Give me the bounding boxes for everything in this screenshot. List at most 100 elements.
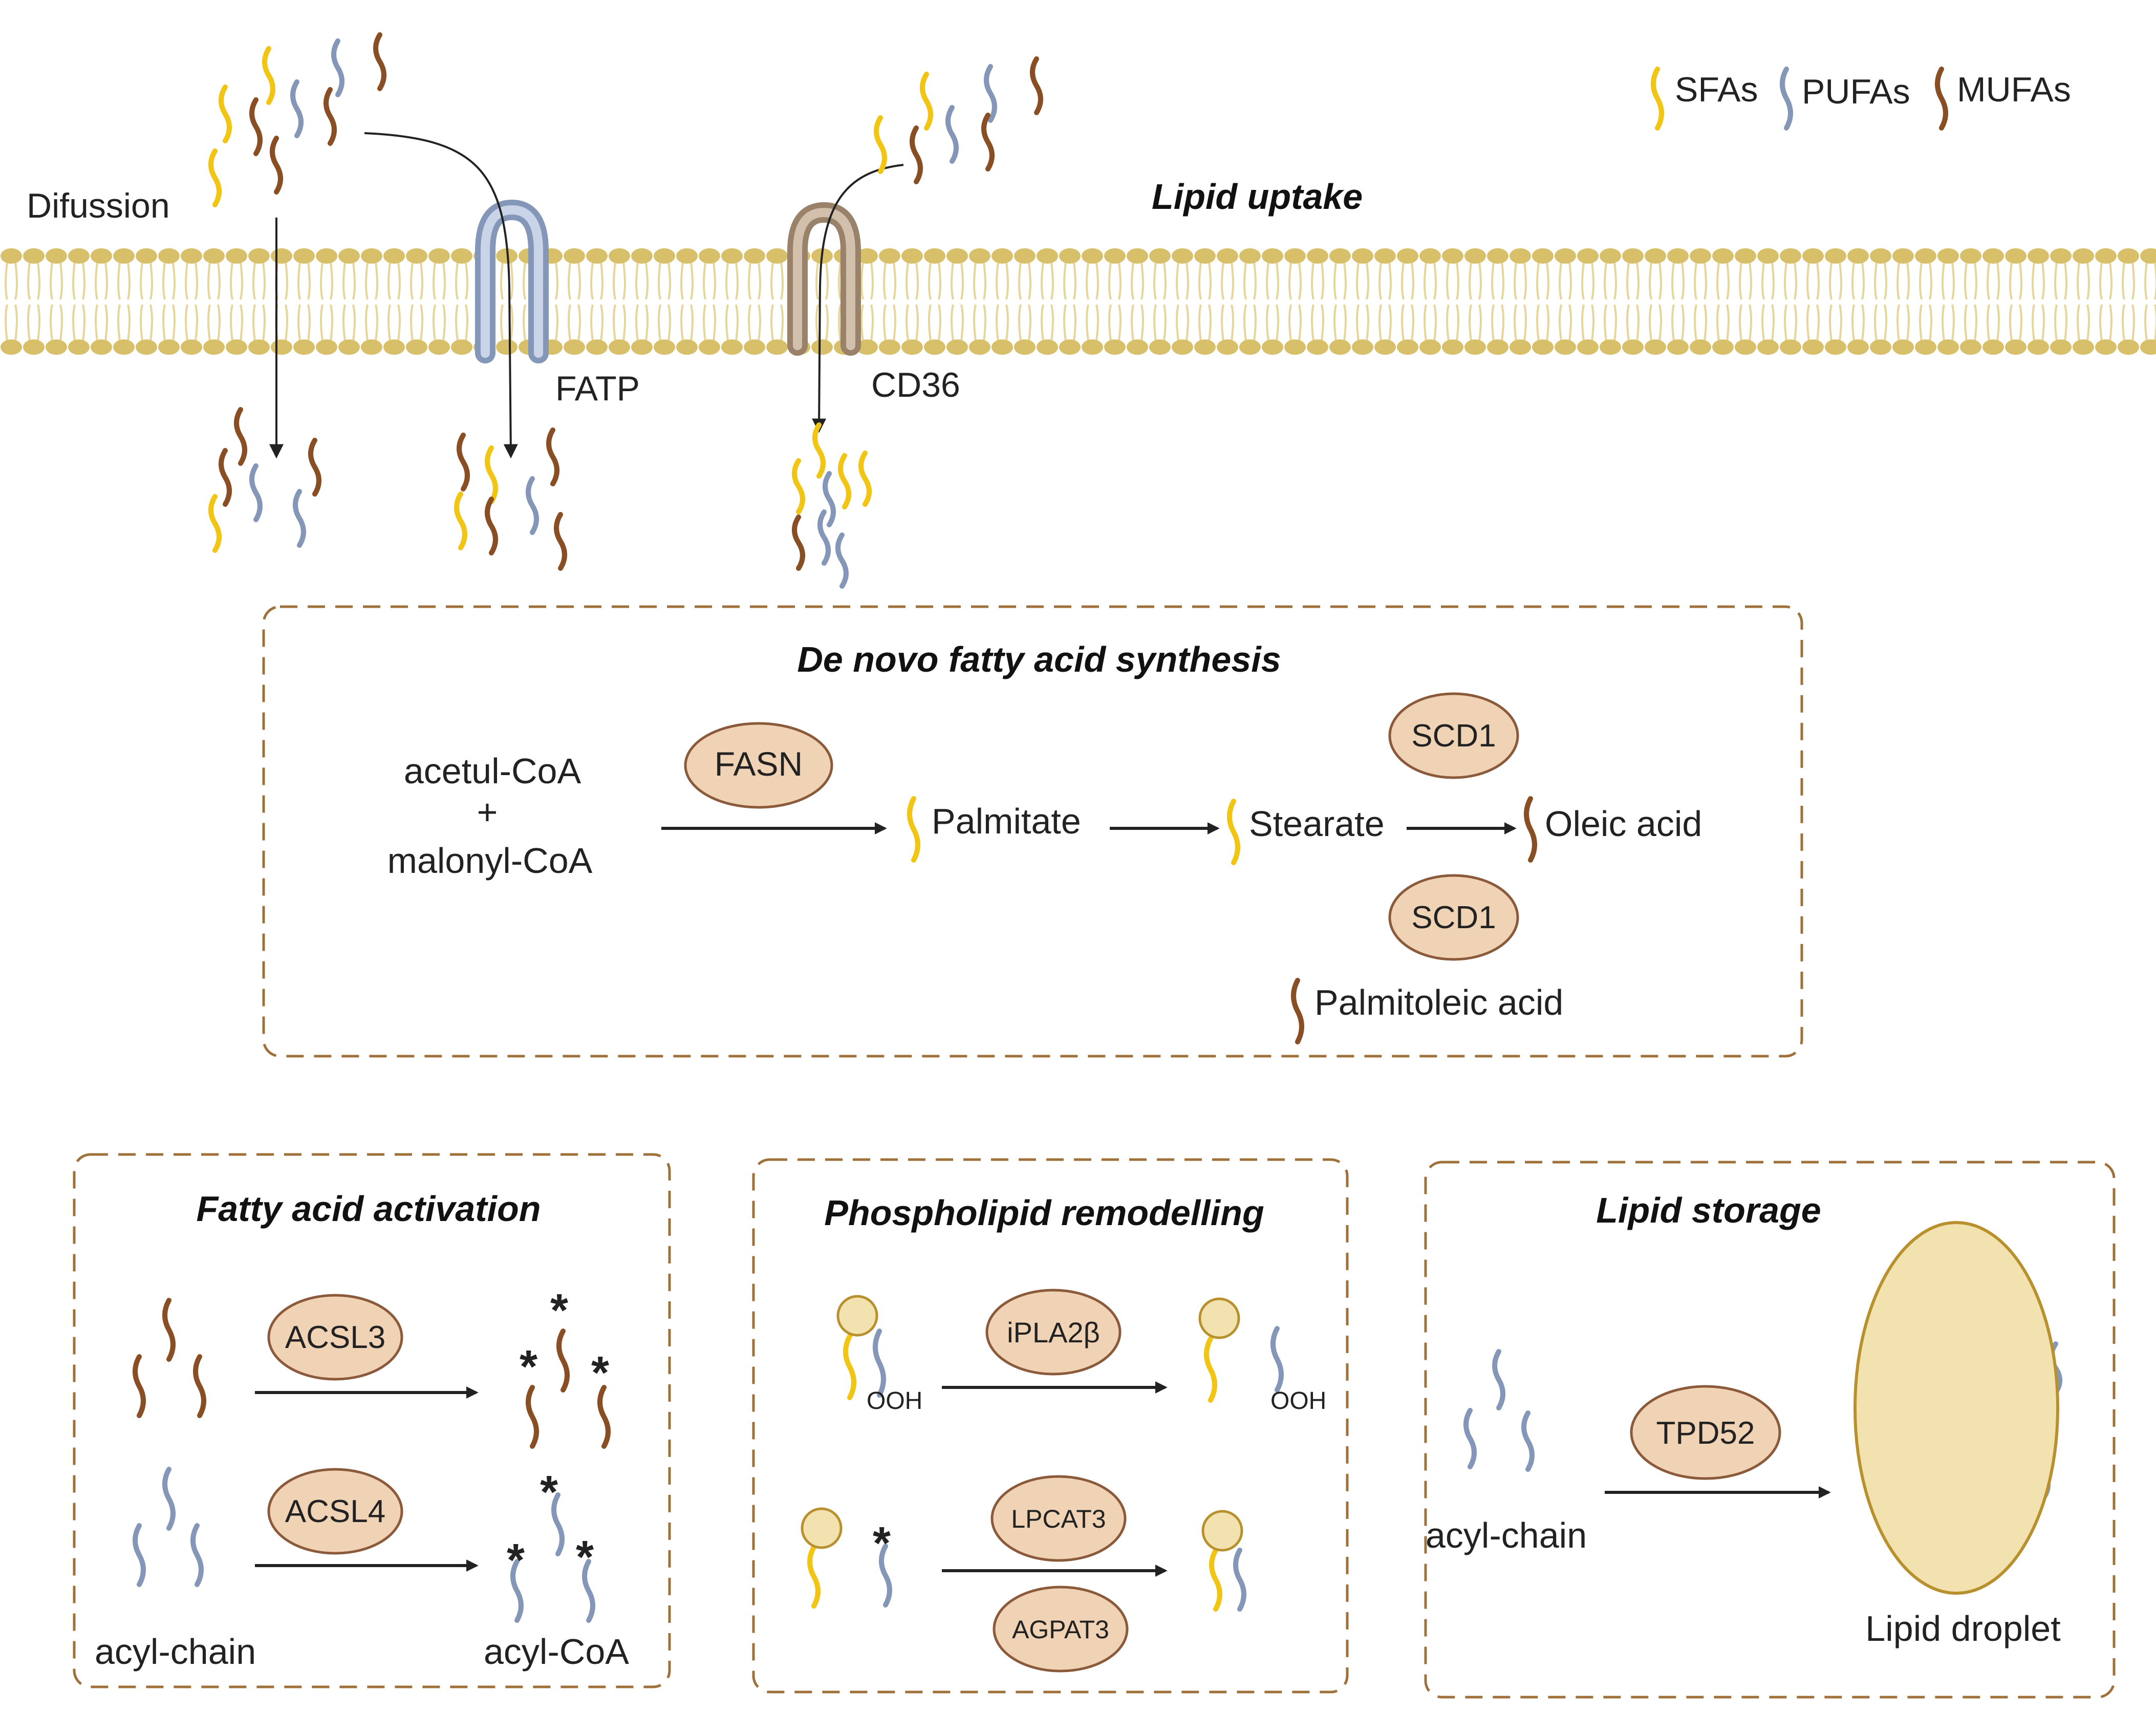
fatty-acid-chain-icon: [454, 491, 467, 550]
membrane-lipid-head: [1014, 248, 1036, 264]
fatty-acid-chain-icon: [249, 97, 263, 156]
fatty-acid-chain-icon: [485, 445, 498, 504]
membrane-lipid-tail: [1964, 262, 1977, 341]
membrane-lipid-head: [383, 248, 405, 264]
remodelling-box: [752, 1158, 1349, 1694]
fatty-acid-chain-icon: [249, 463, 263, 522]
membrane-lipid-head: [338, 248, 360, 264]
fasn-enzyme: FASN: [684, 722, 833, 809]
membrane-lipid-head: [316, 339, 337, 355]
membrane-lipid-tail: [1559, 262, 1572, 341]
remodelling-title: Phospholipid remodelling: [824, 1193, 1264, 1233]
membrane-lipid-head: [1487, 248, 1508, 264]
membrane-lipid-head: [46, 339, 67, 355]
membrane-lipid-head: [1442, 339, 1463, 355]
membrane-lipid-tail: [1288, 262, 1302, 341]
membrane-lipid-tail: [1626, 262, 1640, 341]
membrane-lipid-head: [991, 248, 1013, 264]
palmitate-label: Palmitate: [932, 801, 1081, 841]
membrane-lipid-head: [946, 339, 968, 355]
agpat3-enzyme: AGPAT3: [993, 1586, 1129, 1673]
membrane-lipid-head: [969, 248, 990, 264]
membrane-lipid-head: [2118, 248, 2139, 264]
membrane-lipid-head: [1577, 248, 1599, 264]
membrane-lipid-head: [1915, 339, 1936, 355]
fatty-acid-chain-icon: [208, 494, 222, 553]
acyl-star: *: [873, 1518, 891, 1569]
membrane-lipid-tail: [387, 262, 401, 341]
membrane-lipid-tail: [1919, 262, 1932, 341]
phospholipid-head: [1201, 1510, 1243, 1552]
acsl4-label: ACSL4: [285, 1494, 385, 1529]
membrane-lipid-head: [316, 248, 337, 264]
membrane-lipid-head: [2028, 339, 2049, 355]
membrane-lipid-head: [1802, 339, 1824, 355]
membrane-lipid-tail: [1851, 262, 1865, 341]
fatty-acid-chain-icon: [873, 1329, 886, 1398]
membrane-lipid-head: [1419, 248, 1441, 264]
membrane-lipid-head: [428, 339, 450, 355]
membrane-lipid-head: [1645, 248, 1666, 264]
membrane-lipid-tail: [725, 262, 739, 341]
membrane-lipid-head: [609, 339, 630, 355]
ooh-label: OOH: [1270, 1387, 1326, 1415]
membrane-lipid-head: [564, 339, 585, 355]
membrane-lipid-head: [2095, 248, 2117, 264]
membrane-lipid-tail: [1131, 262, 1144, 341]
de-novo-title: De novo fatty acid synthesis: [797, 639, 1281, 679]
fatty-acid-chain-icon: [838, 453, 851, 509]
fatty-acid-chain-icon: [874, 115, 887, 174]
membrane-lipid-head: [181, 248, 202, 264]
membrane-lipid-tail: [1874, 262, 1887, 341]
storage-acyl-chain-label: acyl-chain: [1426, 1515, 1587, 1555]
membrane-lipid-head: [1329, 339, 1351, 355]
membrane-lipid-head: [1757, 248, 1779, 264]
membrane-lipid-head: [1982, 339, 2004, 355]
palmitoleic-acid-label: Palmitoleic acid: [1314, 982, 1563, 1022]
cd36-label: CD36: [871, 366, 960, 404]
membrane-lipid-tail: [1739, 262, 1752, 341]
membrane-lipid-head: [451, 248, 472, 264]
membrane-lipid-tail: [1896, 262, 1910, 341]
membrane-lipid-head: [158, 248, 180, 264]
membrane-lipid-head: [1735, 339, 1756, 355]
membrane-lipid-tail: [1378, 262, 1392, 341]
membrane-lipid-tail: [1018, 262, 1031, 341]
membrane-lipid-tail: [590, 262, 603, 341]
coa-star: *: [540, 1467, 558, 1518]
membrane-lipid-tail: [1153, 262, 1167, 341]
fatty-acid-chain-icon: [262, 46, 275, 105]
membrane-lipid-tail: [1469, 262, 1482, 341]
lipid-droplet-label: Lipid droplet: [1865, 1609, 2060, 1649]
membrane-lipid-tail: [658, 262, 671, 341]
membrane-lipid-head: [1487, 339, 1508, 355]
membrane-lipid-tail: [2009, 262, 2022, 341]
fatty-acid-chain-icon: [843, 1334, 856, 1400]
membrane-lipid-tail: [680, 262, 694, 341]
fatty-acid-chain-icon: [582, 1559, 595, 1623]
membrane-lipid-head: [226, 248, 247, 264]
tpd52-enzyme: TPD52: [1630, 1385, 1781, 1480]
fatty-acid-chain-icon: [879, 1544, 892, 1608]
membrane-lipid-head: [2140, 339, 2156, 355]
membrane-lipid-head: [744, 339, 765, 355]
membrane-lipid-head: [1532, 248, 1554, 264]
membrane-lipid-head: [361, 248, 382, 264]
diffusion-label: Difussion: [27, 186, 170, 225]
membrane-lipid-head: [1149, 339, 1171, 355]
acsl3-enzyme: ACSL3: [267, 1294, 403, 1381]
fatty-acid-chain-icon: [1270, 1326, 1284, 1393]
membrane-lipid-tail: [1333, 262, 1347, 341]
membrane-lipid-tail: [342, 262, 356, 341]
membrane-lipid-head: [654, 339, 675, 355]
membrane-lipid-head: [1149, 248, 1171, 264]
membrane-lipid-head: [1645, 339, 1666, 355]
acyl-chain-label: acyl-chain: [95, 1632, 256, 1672]
coa-star: *: [576, 1532, 594, 1583]
fatty-acid-chain-icon: [1030, 56, 1043, 115]
membrane-lipid-tail: [2122, 262, 2135, 341]
fatty-acid-chain-icon: [373, 32, 386, 91]
membrane-lipid-head: [2095, 339, 2117, 355]
membrane-lipid-tail: [1829, 262, 1842, 341]
fatty-acid-chain-icon: [981, 113, 995, 172]
